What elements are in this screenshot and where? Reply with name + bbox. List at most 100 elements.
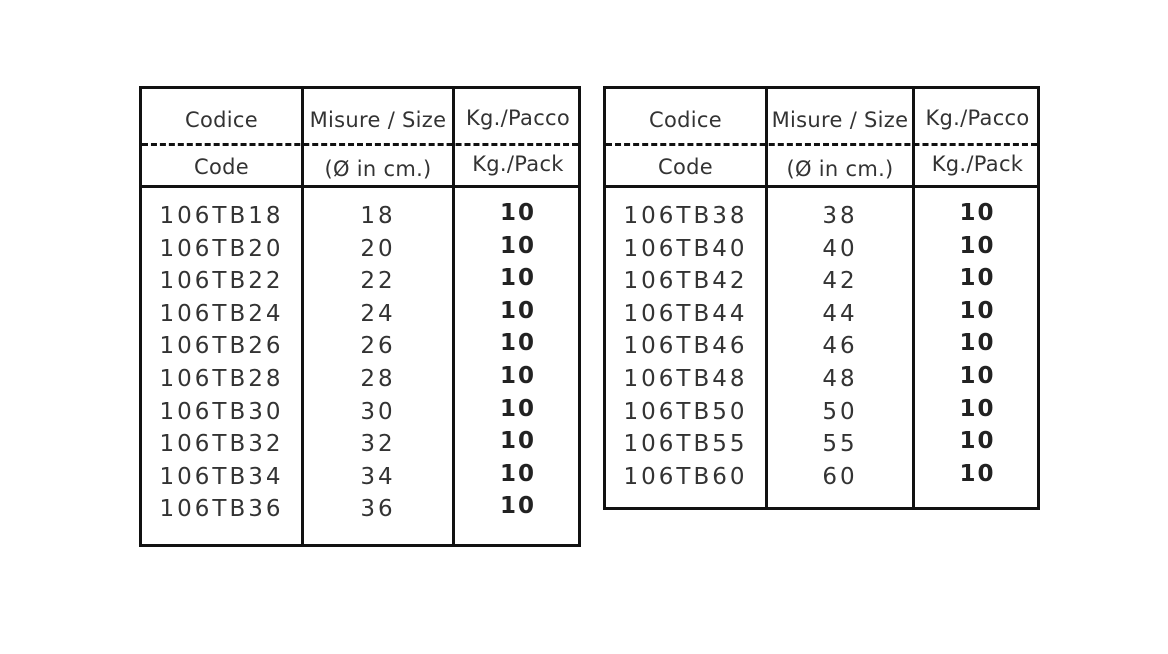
cell-code: 106TB20 [159, 235, 284, 262]
table-row: 106TB40 40 10 [606, 232, 1037, 269]
cell-code: 106TB30 [159, 398, 284, 425]
cell-code: 106TB32 [159, 431, 284, 458]
header-divider [606, 185, 1037, 188]
cell-code: 106TB18 [159, 203, 284, 229]
cell-code: 106TB48 [623, 365, 748, 392]
cell-size: 48 [822, 365, 858, 392]
cell-size: 38 [822, 203, 858, 229]
table-row: 106TB46 46 10 [606, 330, 1037, 366]
table-row: 106TB24 24 10 [142, 297, 578, 334]
cell-size: 26 [360, 333, 396, 360]
cell-kg: 10 [499, 200, 536, 226]
header-size-en: (Ø in cm.) [786, 157, 894, 181]
column-divider [301, 89, 304, 544]
cell-kg: 10 [499, 265, 536, 292]
table-row: 106TB34 34 10 [142, 460, 578, 497]
cell-kg: 10 [499, 362, 536, 389]
cell-kg: 10 [959, 460, 996, 487]
cell-code: 106TB24 [159, 300, 284, 327]
header-dashed-divider [606, 143, 1037, 146]
cell-code: 106TB50 [623, 398, 748, 425]
table-row: 106TB18 18 10 [142, 200, 578, 236]
header-code-it: Codice [185, 108, 258, 132]
cell-code: 106TB34 [159, 463, 284, 490]
column-divider [452, 89, 455, 544]
cell-code: 106TB22 [159, 268, 284, 295]
cell-size: 40 [822, 235, 858, 262]
header-kg-en: Kg./Pack [472, 152, 564, 176]
cell-size: 34 [360, 463, 396, 490]
cell-code: 106TB36 [159, 496, 284, 523]
cell-kg: 10 [499, 395, 536, 422]
cell-code: 106TB60 [623, 463, 748, 490]
cell-kg: 10 [959, 297, 996, 324]
header-kg-it: Kg./Pacco [925, 106, 1030, 130]
cell-size: 22 [360, 268, 396, 295]
column-divider [912, 89, 915, 507]
table-row: 106TB22 22 10 [142, 265, 578, 301]
table-row: 106TB48 48 10 [606, 362, 1037, 399]
cell-code: 106TB44 [623, 300, 748, 327]
table-row: 106TB30 30 10 [142, 395, 578, 432]
cell-code: 106TB55 [623, 431, 748, 458]
cell-kg: 10 [499, 493, 536, 520]
table-row: 106TB55 55 10 [606, 428, 1037, 464]
cell-kg: 10 [959, 428, 996, 455]
cell-size: 18 [360, 203, 396, 229]
cell-size: 42 [822, 268, 858, 295]
cell-size: 24 [360, 300, 396, 327]
table-row: 106TB28 28 10 [142, 362, 578, 399]
table-row: 106TB44 44 10 [606, 297, 1037, 334]
header-size-it: Misure / Size [771, 108, 909, 132]
cell-kg: 10 [959, 362, 996, 389]
cell-kg: 10 [499, 232, 536, 259]
header-divider [142, 185, 578, 188]
table-row: 106TB26 26 10 [142, 330, 578, 366]
header-code-en: Code [658, 155, 713, 179]
cell-size: 36 [360, 496, 396, 523]
header-size-en: (Ø in cm.) [324, 157, 432, 181]
cell-kg: 10 [959, 232, 996, 259]
table-row: 106TB42 42 10 [606, 265, 1037, 301]
cell-size: 32 [360, 431, 396, 458]
product-table-left: Codice Misure / Size Kg./Pacco Code (Ø i… [139, 86, 581, 547]
cell-kg: 10 [959, 330, 996, 357]
product-table-right: Codice Misure / Size Kg./Pacco Code (Ø i… [603, 86, 1040, 510]
cell-code: 106TB46 [623, 333, 748, 360]
cell-code: 106TB42 [623, 268, 748, 295]
cell-kg: 10 [959, 395, 996, 422]
cell-size: 46 [822, 333, 858, 360]
header-code-it: Codice [649, 108, 722, 132]
cell-kg: 10 [959, 265, 996, 292]
cell-size: 60 [822, 463, 858, 490]
cell-code: 106TB40 [623, 235, 748, 262]
header-dashed-divider [142, 143, 578, 146]
cell-code: 106TB28 [159, 365, 284, 392]
cell-code: 106TB38 [623, 203, 748, 229]
header-kg-en: Kg./Pack [931, 152, 1024, 176]
table-row: 106TB36 36 10 [142, 493, 578, 529]
column-divider [765, 89, 768, 507]
cell-kg: 10 [499, 330, 536, 357]
cell-kg: 10 [499, 297, 536, 324]
cell-kg: 10 [959, 200, 996, 226]
cell-size: 30 [360, 398, 396, 425]
cell-code: 106TB26 [159, 333, 284, 360]
header-code-en: Code [194, 155, 249, 179]
table-row: 106TB60 60 10 [606, 460, 1037, 497]
header-kg-it: Kg./Pacco [465, 106, 571, 130]
table-row: 106TB20 20 10 [142, 232, 578, 269]
cell-size: 44 [822, 300, 858, 327]
table-row: 106TB38 38 10 [606, 200, 1037, 236]
cell-size: 20 [360, 235, 396, 262]
header-size-it: Misure / Size [309, 108, 447, 132]
cell-kg: 10 [499, 460, 536, 487]
cell-size: 55 [822, 431, 858, 458]
table-row: 106TB50 50 10 [606, 395, 1037, 432]
cell-size: 50 [822, 398, 858, 425]
cell-kg: 10 [499, 428, 536, 455]
cell-size: 28 [360, 365, 396, 392]
table-row: 106TB32 32 10 [142, 428, 578, 464]
